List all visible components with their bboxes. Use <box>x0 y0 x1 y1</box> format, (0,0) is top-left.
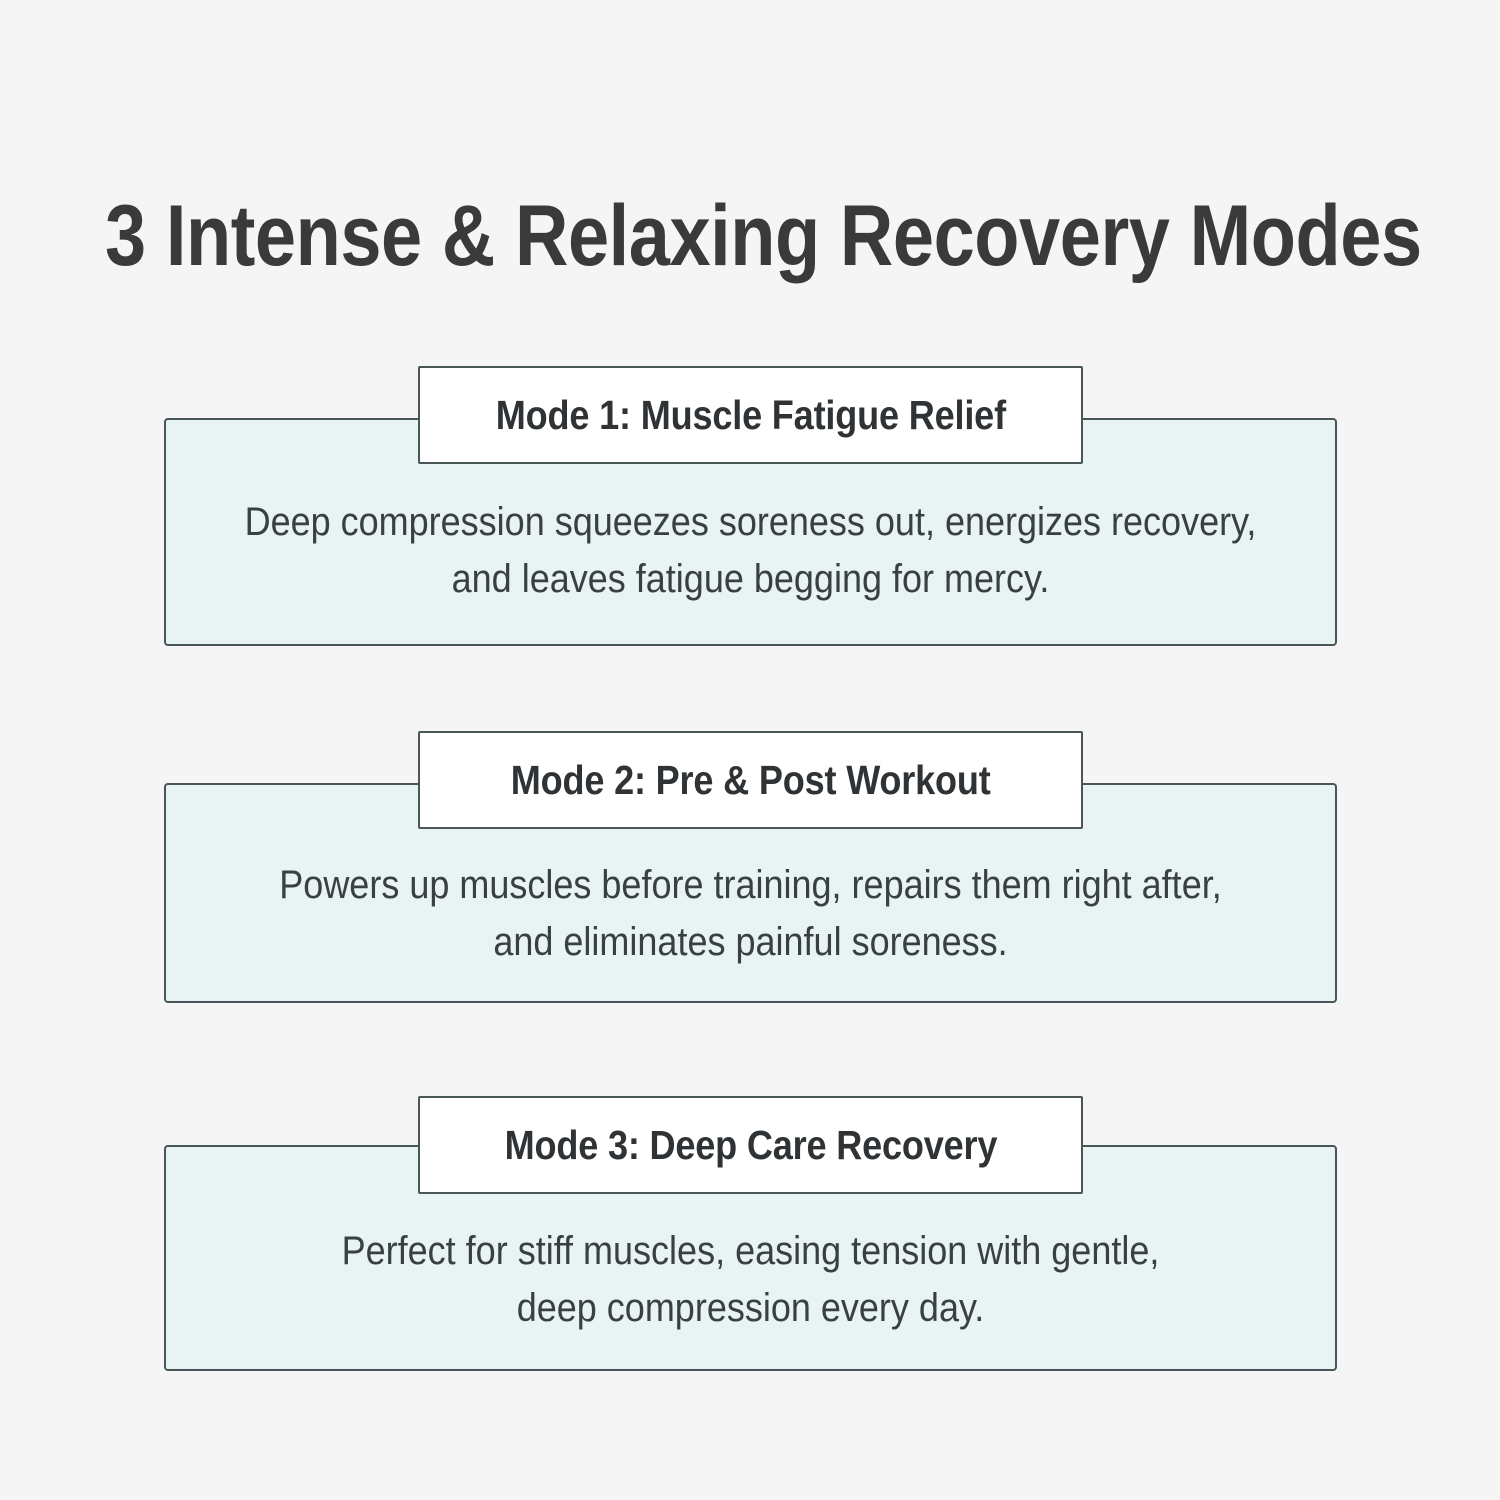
mode-description: Perfect for stiff muscles, easing tensio… <box>341 1229 1160 1330</box>
page-title: 3 Intense & Relaxing Recovery Modes <box>105 187 1422 284</box>
mode-header-label: Mode 1: Muscle Fatigue Relief <box>495 391 1006 438</box>
mode-header-box: Mode 2: Pre & Post Workout <box>418 731 1083 829</box>
mode-header-box: Mode 1: Muscle Fatigue Relief <box>418 366 1083 464</box>
mode-header-label: Mode 3: Deep Care Recovery <box>504 1121 997 1168</box>
mode-description: Deep compression squeezes soreness out, … <box>244 500 1257 601</box>
mode-header-box: Mode 3: Deep Care Recovery <box>418 1096 1083 1194</box>
mode-description: Powers up muscles before training, repai… <box>279 863 1222 964</box>
mode-header-label: Mode 2: Pre & Post Workout <box>510 756 991 803</box>
mode-card-body: Perfect for stiff muscles, easing tensio… <box>164 1145 1337 1371</box>
